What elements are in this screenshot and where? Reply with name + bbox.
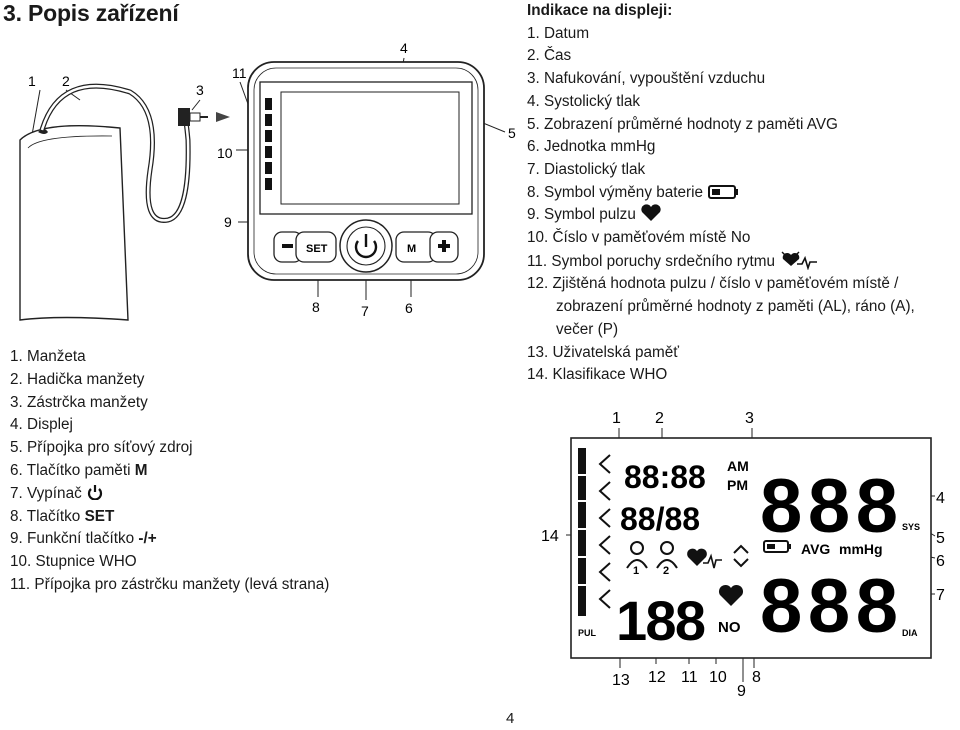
callout-4: 4 [400, 40, 408, 56]
who-brackets [598, 454, 611, 609]
parts-legend: 1. Manžeta 2. Hadička manžety 3. Zástrčk… [10, 346, 329, 597]
power-button[interactable] [339, 219, 393, 273]
indicators-title: Indikace na displeji: [527, 2, 673, 19]
part-8: 8. Tlačítko SET [10, 507, 115, 525]
lcd-callout-6: 6 [936, 553, 945, 570]
memory-button[interactable]: M [395, 231, 437, 263]
indicator-14: 14. Klasifikace WHO [527, 366, 668, 384]
lcd-callout-5: 5 [936, 530, 945, 547]
lcd-callout-1: 1 [612, 410, 621, 427]
power-icon [87, 484, 103, 501]
part-7: 7. Vypínač [10, 483, 329, 506]
callout-9: 9 [224, 214, 232, 230]
part-10: 10. Stupnice WHO [10, 553, 137, 571]
who-bars [578, 448, 586, 616]
indicator-9: 9. Symbol pulzu [527, 204, 957, 227]
lcd-callout-10: 10 [709, 669, 727, 686]
indicator-1: 1. Datum [527, 24, 590, 42]
lcd-avg: AVG [801, 541, 830, 557]
part-4: 4. Displej [10, 416, 73, 434]
monitor-body [247, 61, 485, 281]
indicator-12: 12. Zjištěná hodnota pulzu / číslo v pam… [527, 275, 899, 293]
svg-text:M: M [407, 243, 416, 255]
page-number: 4 [506, 710, 515, 727]
indicators-list: Indikace na displeji: 1. Datum 2. Čas 3.… [527, 0, 957, 387]
lcd-dia-value: 888 [760, 564, 898, 649]
part-9: 9. Funkční tlačítko -/+ [10, 530, 157, 548]
lcd-callout-8: 8 [752, 669, 761, 686]
indicator-13: 13. Uživatelská paměť [527, 343, 679, 361]
part-2: 2. Hadička manžety [10, 370, 145, 388]
part-11: 11. Přípojka pro zástrčku manžety (levá … [10, 575, 330, 593]
lcd-callout-13: 13 [612, 672, 630, 689]
indicator-2: 2. Čas [527, 47, 572, 65]
part-6: 6. Tlačítko paměti M [10, 461, 148, 479]
callout-10: 10 [217, 145, 233, 161]
lcd-pul-label: PUL [578, 628, 597, 638]
arrhythmia-icon [781, 251, 818, 271]
lcd-callout-4: 4 [936, 490, 945, 507]
lcd-mmhg: mmHg [839, 541, 883, 557]
indicator-3: 3. Nafukování, vypouštění vzduchu [527, 70, 766, 88]
lcd-callout-7: 7 [936, 587, 945, 604]
indicator-4: 4. Systolický tlak [527, 92, 641, 110]
callout-7: 7 [361, 303, 369, 319]
plus-button[interactable] [429, 231, 459, 263]
cuff-plug [178, 108, 230, 126]
lcd-sys-label: SYS [902, 522, 920, 532]
callout-11: 11 [232, 65, 247, 81]
callout-1: 1 [28, 73, 36, 89]
callout-6: 6 [405, 300, 413, 316]
cuff [19, 125, 129, 321]
inflate-arrows-icon [733, 544, 749, 568]
lcd-battery-icon [763, 540, 791, 553]
svg-text:1: 1 [633, 565, 639, 577]
lcd-callout-14: 14 [541, 528, 559, 545]
part-3: 3. Zástrčka manžety [10, 393, 148, 411]
lcd-callout-3: 3 [745, 410, 754, 427]
callout-2: 2 [62, 73, 70, 89]
user-1-icon: 1 [626, 541, 648, 577]
lcd-callout-9: 9 [737, 683, 746, 700]
part-1: 1. Manžeta [10, 348, 86, 365]
lcd-sys-value: 888 [760, 464, 898, 549]
indicator-5: 5. Zobrazení průměrné hodnoty z paměti A… [527, 115, 838, 133]
lcd-dia-label: DIA [902, 628, 918, 638]
lcd-pulse: 188 [616, 589, 706, 652]
page-title: 3. Popis zařízení [3, 0, 179, 26]
lcd-callout-11: 11 [681, 669, 698, 686]
callout-3: 3 [196, 82, 204, 98]
lcd-pm: PM [727, 477, 748, 493]
callout-5: 5 [508, 125, 516, 141]
indicator-8: 8. Symbol výměny baterie [527, 182, 957, 205]
lcd-callout-2: 2 [655, 410, 664, 427]
indicator-7: 7. Diastolický tlak [527, 160, 646, 178]
lcd-arrhythmia-icon [687, 548, 722, 569]
battery-icon [708, 184, 739, 199]
lcd-callout-12: 12 [648, 669, 666, 686]
callout-8: 8 [312, 299, 320, 315]
svg-text:SET: SET [306, 243, 328, 255]
user-2-icon: 2 [656, 541, 678, 577]
who-scale [265, 98, 272, 190]
indicator-10: 10. Číslo v paměťovém místě No [527, 229, 751, 247]
svg-text:2: 2 [663, 565, 669, 577]
indicator-12-line-2: zobrazení průměrné hodnoty z paměti (AL)… [556, 298, 915, 316]
lcd-am: AM [727, 458, 749, 474]
device-display [259, 81, 473, 215]
device-illustration: 1 2 3 11 10 9 4 5 8 7 6 [19, 40, 516, 321]
indicator-6: 6. Jednotka mmHg [527, 138, 656, 156]
set-button[interactable]: SET [295, 231, 337, 263]
indicator-11: 11. Symbol poruchy srdečního rytmu [527, 250, 957, 274]
lcd-diagram: 1 2 3 4 5 6 7 14 13 12 11 10 9 8 [541, 410, 945, 700]
indicator-12-line-3: večer (P) [556, 320, 619, 338]
part-5: 5. Přípojka pro síťový zdroj [10, 439, 193, 457]
lcd-date: 88/88 [620, 501, 700, 537]
lcd-time: 88:88 [624, 459, 706, 495]
lcd-heart-icon [718, 584, 744, 606]
heart-icon [641, 204, 661, 222]
lcd-no: NO [718, 619, 741, 636]
